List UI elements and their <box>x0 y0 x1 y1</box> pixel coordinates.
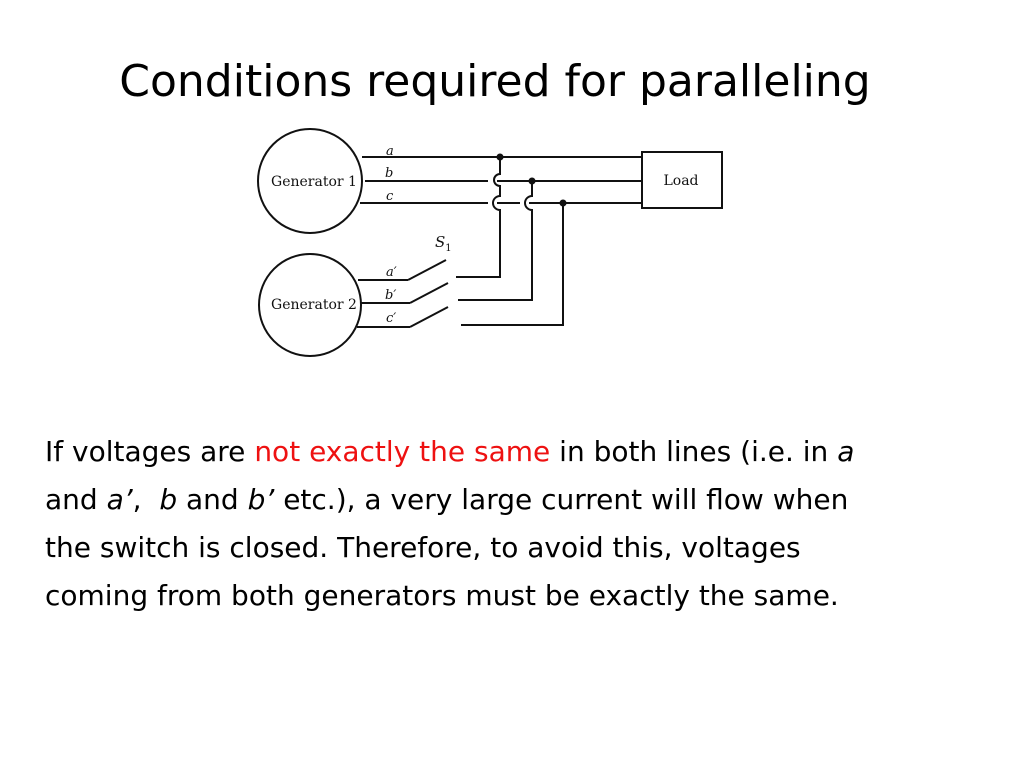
body-line-3: the switch is closed. Therefore, to avoi… <box>45 531 801 564</box>
body-line-4: coming from both generators must be exac… <box>45 579 839 612</box>
generator-2-label: Generator 2 <box>271 297 357 313</box>
line-a-prime-label: a′ <box>386 265 397 280</box>
junction-dot-a <box>496 153 504 161</box>
switch-blade-a <box>407 259 447 281</box>
generator-1-circle <box>257 128 363 234</box>
body-line-1-pre: If voltages are <box>45 435 255 468</box>
highlight-not-exactly-same: not exactly the same <box>254 435 551 468</box>
line-c-prime-label: c′ <box>386 311 396 326</box>
var-a: a <box>837 435 855 468</box>
line-b-prime-label: b′ <box>385 288 396 303</box>
junction-dot-b <box>528 177 536 185</box>
line-a-label: a <box>386 144 394 159</box>
line-c-label: c <box>386 189 394 204</box>
switch-blade-c <box>409 306 449 328</box>
slide-title: Conditions required for paralleling <box>119 56 871 107</box>
switch-label-subscript: 1 <box>445 243 451 254</box>
var-a-prime: a’ <box>106 483 133 516</box>
switch-blade-b <box>409 282 449 304</box>
line-b-label: b <box>385 166 393 181</box>
vertical-b-prime-wire <box>458 181 533 301</box>
load-label: Load <box>663 173 698 189</box>
var-b-prime: b’ <box>247 483 275 516</box>
body-line-2-pre: and <box>45 483 107 516</box>
body-line-1: If voltages are not exactly the same in … <box>45 428 985 476</box>
body-line-1-post: in both lines (i.e. in <box>550 435 838 468</box>
switch-label-main: S <box>435 233 445 251</box>
vertical-c-prime-wire <box>461 203 564 326</box>
generator-2-circle <box>258 253 362 357</box>
vertical-a-prime-wire <box>456 157 501 278</box>
body-line-2-sep: , <box>132 483 160 516</box>
body-line-2-post: etc.), a very large current will flow wh… <box>274 483 849 516</box>
body-line-2: and a’, b and b’ etc.), a very large cur… <box>45 476 985 524</box>
body-line-2-mid: and <box>177 483 248 516</box>
switch-label: S1 <box>435 233 452 254</box>
body-paragraph: If voltages are not exactly the same in … <box>45 428 985 620</box>
generator-1-label: Generator 1 <box>271 174 357 190</box>
junction-dot-c <box>559 199 567 207</box>
var-b: b <box>159 483 178 516</box>
